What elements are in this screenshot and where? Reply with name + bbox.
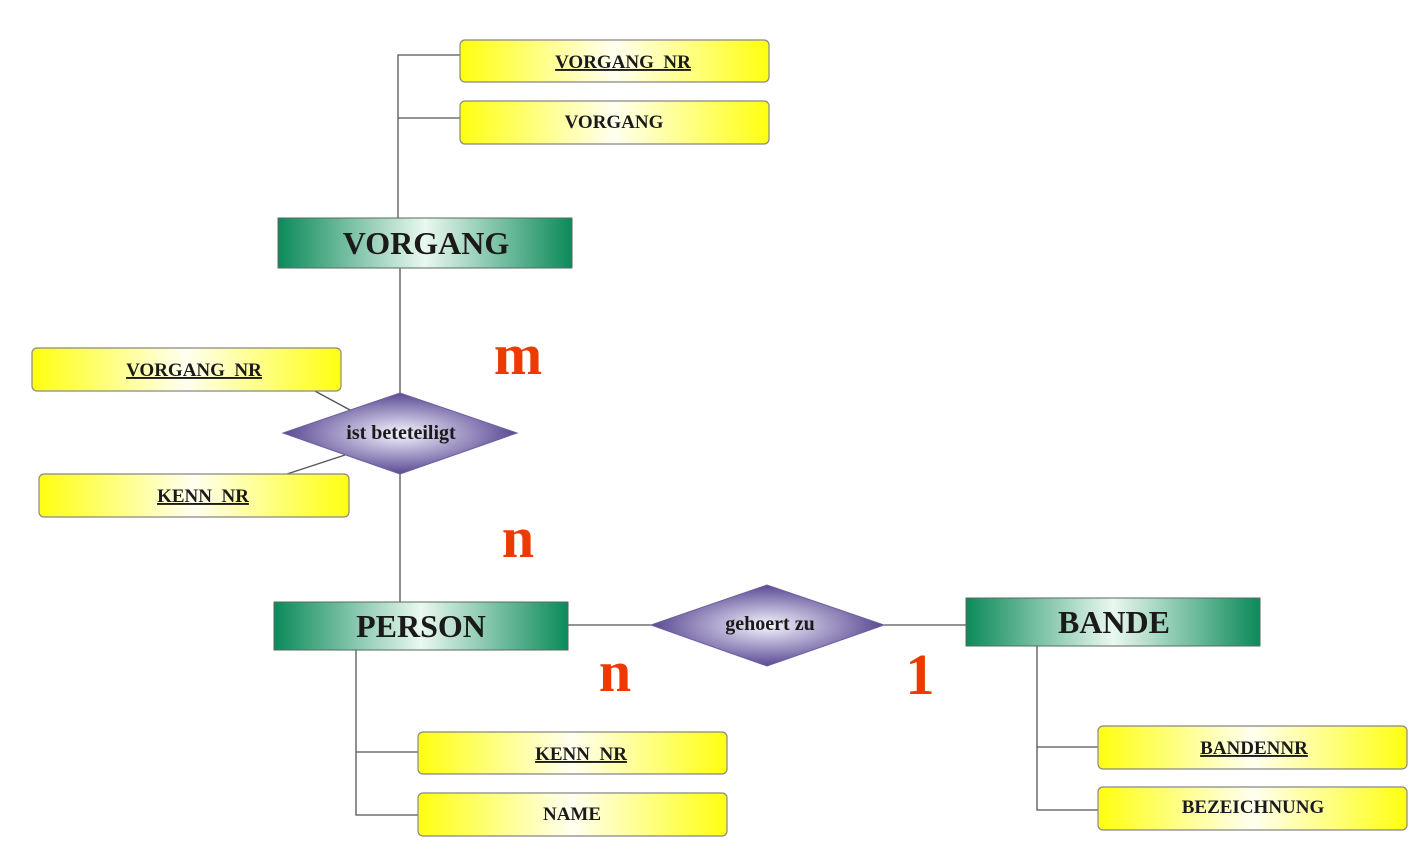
attribute-bezeichnung: BEZEICHNUNG <box>1097 786 1408 831</box>
line-vorgang-attrs <box>397 54 460 218</box>
attribute-person-name: NAME <box>417 792 728 837</box>
attribute-label: VORGANG_NR <box>555 52 691 73</box>
attribute-label: KENN_NR <box>535 744 627 765</box>
entity-label: BANDE <box>1058 604 1170 640</box>
relationship-ist-beteteiligt: ist beteteiligt <box>281 392 519 475</box>
cardinality-1: 1 <box>906 642 935 707</box>
entity-bande: BANDE <box>965 597 1261 647</box>
attribute-bandennr: BANDENNR <box>1097 725 1408 770</box>
attribute-label: BANDENNR <box>1200 738 1308 759</box>
attribute-label: NAME <box>543 804 601 825</box>
cardinality-n-upper: n <box>502 505 534 570</box>
relationship-gehoert-zu: gehoert zu <box>649 584 886 667</box>
attribute-person-kenn-nr: KENN_NR <box>417 731 728 775</box>
entity-person: PERSON <box>273 601 569 651</box>
attribute-vorgang: VORGANG <box>459 100 770 145</box>
entity-label: PERSON <box>356 608 486 644</box>
entity-label: VORGANG <box>343 225 510 261</box>
line-bande-attrs <box>1036 646 1098 811</box>
attribute-label: VORGANG_NR <box>126 360 262 381</box>
attribute-rel-vorgang-nr: VORGANG_NR <box>31 347 342 392</box>
connector-lines <box>286 54 1098 816</box>
attribute-label: VORGANG <box>565 112 664 133</box>
attribute-vorgang-nr: VORGANG_NR <box>459 39 770 83</box>
line-rel-attr-kenn-nr <box>286 454 346 475</box>
line-person-attrs <box>355 650 418 816</box>
attribute-rel-kenn-nr: KENN_NR <box>38 473 350 518</box>
relationship-label: ist beteteiligt <box>346 422 456 444</box>
entity-vorgang: VORGANG <box>277 217 573 269</box>
attribute-label: BEZEICHNUNG <box>1182 797 1325 818</box>
cardinality-m: m <box>494 322 542 387</box>
relationship-label: gehoert zu <box>725 613 814 635</box>
line-rel-attr-vorgang-nr <box>312 389 351 411</box>
attribute-label: KENN_NR <box>157 486 249 507</box>
cardinality-n-lower: n <box>599 639 631 704</box>
